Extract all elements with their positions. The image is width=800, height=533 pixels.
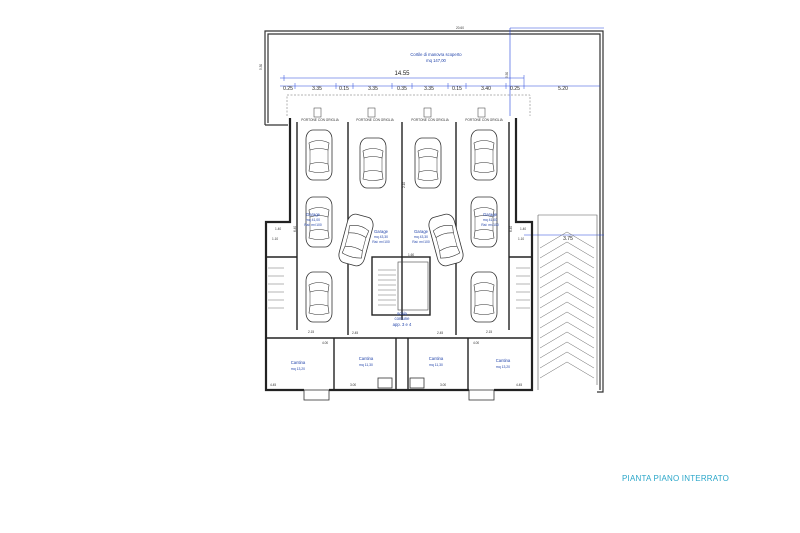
gate-label: PORTONE CON GRIGLIA (411, 118, 449, 122)
garage-ratio: Rai: m²/100 (304, 223, 322, 227)
width-segment: 0.15 (339, 86, 349, 92)
width-segment: 3.35 (312, 86, 322, 92)
cellar-area: mq 11,30 (359, 363, 373, 367)
cellar-area: mq 13,20 (291, 367, 305, 371)
width-segment: 3.40 (481, 86, 491, 92)
reference-lines (280, 27, 604, 236)
dimension: 6.40 (293, 226, 297, 232)
cellar-area: mq 13,20 (496, 365, 510, 369)
stair-label: comune (395, 316, 411, 321)
car-icon (305, 271, 333, 323)
width-segment: 0.25 (283, 86, 293, 92)
dimension: 1.10 (272, 237, 278, 241)
car-icon (336, 212, 376, 268)
width-segment: 0.35 (397, 86, 407, 92)
facade-vents (313, 107, 486, 118)
dimension: 3.00 (440, 383, 446, 387)
car-icon (305, 129, 333, 181)
dimension: 2.15 (486, 330, 492, 334)
stair-core (397, 261, 429, 311)
dimension: 4.45 (270, 383, 276, 387)
stairs (268, 267, 530, 309)
dimension: 4.00 (473, 341, 479, 345)
garage-gates: PORTONE CON GRIGLIA PORTONE CON GRIGLIA … (301, 118, 503, 122)
stair-label: scala (397, 311, 407, 316)
cellar-label: Cantina (291, 360, 306, 365)
dimension: 1.40 (520, 227, 526, 231)
courtyard-walls (264, 30, 604, 393)
car-icon (414, 137, 442, 189)
dimension: 1.40 (275, 227, 281, 231)
car-icon (426, 212, 466, 268)
width-segment: 3.35 (368, 86, 378, 92)
right-side-dimension: 5.50 (505, 72, 509, 78)
garage-area: mq 41,00 (483, 218, 497, 222)
car-icon (470, 271, 498, 323)
width-segment: 0.15 (452, 86, 462, 92)
gate-label: PORTONE CON GRIGLIA (301, 118, 339, 122)
car-icon (305, 196, 333, 248)
garage-label: Garage (414, 229, 429, 234)
dimension: 3.00 (350, 383, 356, 387)
garage-area: mq 43,30 (414, 235, 428, 239)
dimension: 1.60 (408, 253, 414, 257)
garage-area: mq 43,30 (374, 235, 388, 239)
dimension: 2.45 (437, 331, 443, 335)
left-side-dimension: 5.30 (259, 64, 263, 70)
cellar-area: mq 11,30 (429, 363, 443, 367)
courtyard-area: mq 147,00 (426, 58, 446, 63)
garage-area: mq 41,00 (306, 218, 320, 222)
cellar-label: Cantina (359, 356, 374, 361)
dimension: 2.45 (352, 331, 358, 335)
garage-label: Garage (374, 229, 389, 234)
dimension-ticks (283, 75, 525, 89)
right-dimension: 5.20 (558, 86, 568, 92)
gate-label: PORTONE CON GRIGLIA (356, 118, 394, 122)
dimension: 2.10 (402, 182, 406, 188)
cellar-labels: Cantina mq 13,20 Cantina mq 11,30 Cantin… (291, 356, 511, 371)
dimension: 4.45 (516, 383, 522, 387)
width-segments: 0.25 3.35 0.15 3.35 0.35 3.35 0.15 3.40 … (283, 86, 520, 92)
car-icon (470, 129, 498, 181)
courtyard-dashed-outline (286, 94, 531, 116)
garage-ratio: Rai: m²/100 (372, 240, 390, 244)
dimension: 2.15 (308, 330, 314, 334)
overall-width: 14.55 (394, 71, 410, 77)
dimension: 1.10 (518, 237, 524, 241)
light-wells (303, 377, 495, 401)
garage-ratio: Rai: m²/100 (481, 223, 499, 227)
width-segment: 0.25 (510, 86, 520, 92)
courtyard-label: Cortile di manovra scoperto (410, 52, 462, 57)
dimension: 4.00 (322, 341, 328, 345)
width-segment: 3.35 (424, 86, 434, 92)
car-icon (470, 196, 498, 248)
gate-label: PORTONE CON GRIGLIA (465, 118, 503, 122)
cellar-label: Cantina (496, 358, 511, 363)
car-icon (359, 137, 387, 189)
building-walls (264, 118, 534, 392)
garage-label: Garage (483, 212, 498, 217)
garage-labels: Garage mq 41,00 Rai: m²/100 Garage mq 43… (304, 212, 499, 244)
stair-label: app. 3 e 4 (393, 322, 412, 327)
ramp-dimension: 3.75 (563, 236, 573, 242)
interior-dimensions: 1.40 1.10 1.40 1.10 4.00 4.00 2.45 2.45 … (270, 182, 526, 387)
garage-label: Garage (306, 212, 321, 217)
dimension: 6.40 (509, 226, 513, 232)
cellar-label: Cantina (429, 356, 444, 361)
garage-ratio: Rai: m²/100 (412, 240, 430, 244)
top-dimension: 20.60 (456, 26, 464, 30)
drawing-title: PIANTA PIANO INTERRATO (622, 474, 730, 483)
access-ramp: 3.75 (537, 214, 598, 390)
